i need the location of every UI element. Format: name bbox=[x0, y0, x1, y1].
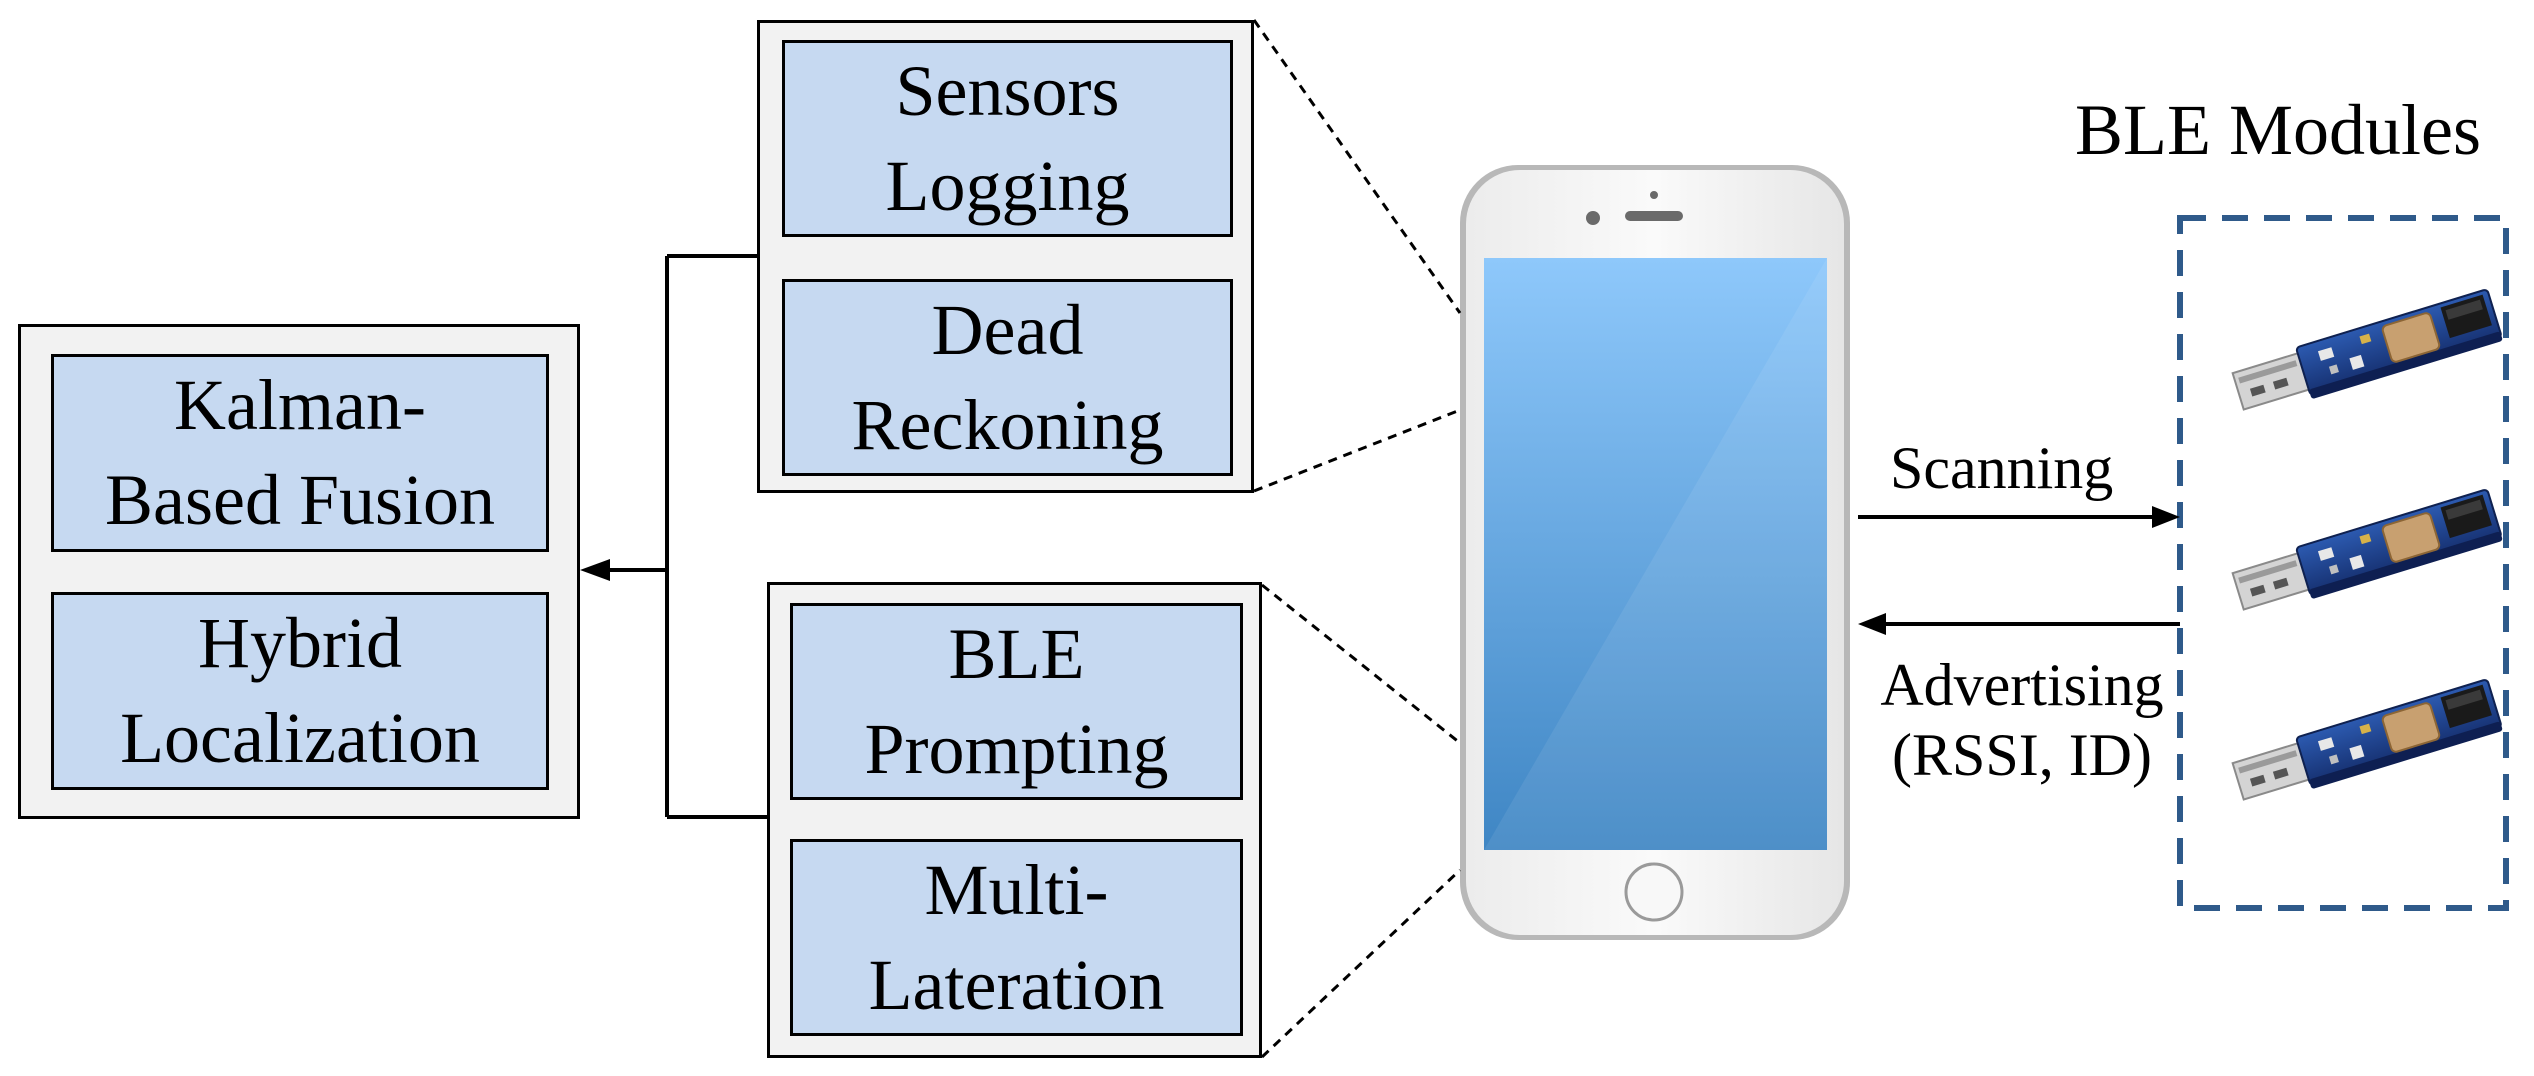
multi-lateration-block: Multi- Lateration bbox=[790, 839, 1243, 1036]
kalman-fusion-line2: Based Fusion bbox=[104, 460, 496, 540]
multi-lateration-line2: Lateration bbox=[868, 944, 1165, 1025]
dead-reckoning-line1: Dead bbox=[931, 289, 1084, 370]
scanning-label: Scanning bbox=[1890, 435, 2114, 501]
kalman-fusion-block: Kalman- Based Fusion bbox=[51, 354, 549, 552]
usb-ble-dongle-icon bbox=[2229, 488, 2504, 621]
zoom-lines bbox=[1252, 19, 1462, 1059]
merge-arrowhead bbox=[580, 559, 610, 581]
hybrid-localization-line1: Hybrid bbox=[198, 603, 402, 683]
fusion-group: Kalman- Based Fusion Hybrid Localization bbox=[18, 324, 580, 819]
ble-prompting-line1: BLE bbox=[948, 613, 1085, 694]
scanning-arrow bbox=[1858, 506, 2180, 528]
merge-connector bbox=[608, 254, 767, 819]
ble-modules-region bbox=[2177, 215, 2509, 911]
ble-group: BLE Prompting Multi- Lateration bbox=[767, 582, 1262, 1058]
dead-reckoning-line2: Reckoning bbox=[851, 384, 1164, 465]
advertising-label-line1: Advertising bbox=[1880, 652, 2164, 718]
kalman-fusion-line1: Kalman- bbox=[174, 365, 426, 445]
usb-ble-dongle-icon bbox=[2229, 678, 2504, 811]
advertising-label-line2: (RSSI, ID) bbox=[1891, 722, 2152, 788]
sensors-logging-block: Sensors Logging bbox=[782, 40, 1233, 237]
ble-modules-title: BLE Modules bbox=[2075, 90, 2481, 170]
hybrid-localization-line2: Localization bbox=[120, 698, 480, 778]
usb-ble-dongle-icon bbox=[2229, 288, 2504, 421]
sensors-logging-line2: Logging bbox=[885, 145, 1130, 226]
dead-reckoning-block: Dead Reckoning bbox=[782, 279, 1233, 476]
advertising-arrow bbox=[1858, 613, 2180, 635]
multi-lateration-line1: Multi- bbox=[924, 849, 1109, 930]
imu-group: Sensors Logging Dead Reckoning bbox=[757, 20, 1254, 493]
smartphone-icon bbox=[1460, 165, 1850, 940]
hybrid-localization-block: Hybrid Localization bbox=[51, 592, 549, 790]
ble-prompting-line2: Prompting bbox=[864, 708, 1169, 789]
advertising-label: Advertising (RSSI, ID) bbox=[1862, 650, 2182, 790]
ble-prompting-block: BLE Prompting bbox=[790, 603, 1243, 800]
sensors-logging-line1: Sensors bbox=[895, 50, 1120, 131]
